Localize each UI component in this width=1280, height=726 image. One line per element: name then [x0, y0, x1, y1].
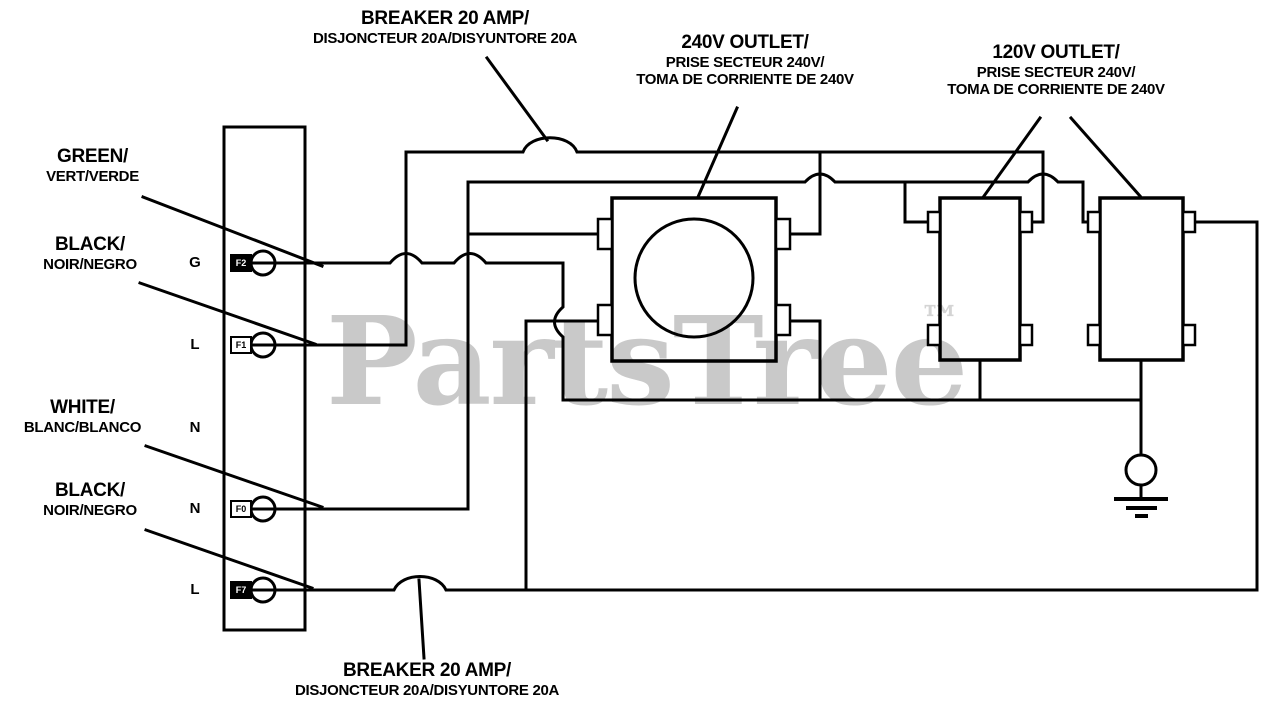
wire-white-label-line2: BLANC/BLANCO [23, 418, 142, 436]
branch-240v-right-top [788, 150, 822, 236]
branch-240v-right-bottom [788, 319, 822, 402]
outlet-120v-2 [1086, 196, 1197, 362]
wire-black-top-label-line1: BLACK/ [55, 234, 125, 255]
leader-outlet-120-left [981, 115, 1043, 199]
terminal-letter-l1: L [190, 336, 200, 353]
outlet-240v-face [633, 217, 755, 339]
wire-green-label: GREEN/ VERT/VERDE [10, 146, 175, 185]
outlet-120v2-tab-left-top [1086, 210, 1102, 234]
outlet-120v1-tab-right-bottom [1018, 323, 1034, 347]
leader-outlet-240 [696, 106, 739, 199]
terminal-letter-l2: L [190, 581, 200, 598]
outlet-120v1-tab-left-bottom [926, 323, 942, 347]
branch-120v1-left-top [903, 180, 930, 224]
breaker-top-label: BREAKER 20 AMP/ DISJONCTEUR 20A/DISYUNTO… [280, 8, 610, 47]
leader-wire-green [141, 195, 324, 268]
wire-l1-riser [273, 150, 408, 347]
top-rail-with-breaker [404, 136, 1045, 154]
wire-green-label-line2: VERT/VERDE [46, 167, 139, 185]
outlet-120v2-tab-right-bottom [1181, 323, 1197, 347]
outlet-240v-tab-left-top [596, 217, 614, 251]
branch-120v1-right-top [1030, 150, 1045, 224]
branch-120v2-left-top [1081, 180, 1090, 224]
wire-black-bottom-label: BLACK/ NOIR/NEGRO [10, 480, 170, 519]
outlet-240v [596, 196, 792, 363]
outlet-240v-tab-right-bottom [774, 303, 792, 337]
outlet-240v-tab-right-top [774, 217, 792, 251]
wire-black-bottom-label-line2: NOIR/NEGRO [43, 501, 137, 519]
outlet-120v-label-line1: 120V OUTLET/ [992, 42, 1120, 63]
terminal-tag-f0: F0 [230, 500, 252, 518]
outlet-120v-1 [926, 196, 1034, 362]
outlet-120v2-tab-right-top [1181, 210, 1197, 234]
terminal-screw-l2 [249, 576, 277, 604]
terminal-screw-g [249, 249, 277, 277]
outlet-240v-tab-left-bottom [596, 303, 614, 337]
terminal-letter-g: G [189, 254, 201, 271]
terminal-screw-n [249, 495, 277, 523]
leader-breaker-top [484, 55, 550, 143]
wire-white-label-line1: WHITE/ [50, 397, 115, 418]
terminal-screw-l1 [249, 331, 277, 359]
outlet-240v-label: 240V OUTLET/ PRISE SECTEUR 240V/ TOMA DE… [595, 32, 895, 88]
leader-wire-white [144, 444, 324, 509]
outlet-240v-label-line2: PRISE SECTEUR 240V/ [665, 53, 825, 71]
leader-wire-black-top [138, 281, 317, 346]
wire-green-horizontal [273, 252, 565, 265]
wire-white-label: WHITE/ BLANC/BLANCO [5, 397, 160, 436]
outlet-120v-label-line3: TOMA DE CORRIENTE DE 240V [947, 81, 1165, 99]
breaker-bottom-label-line2: DISJONCTEUR 20A/DISYUNTORE 20A [294, 681, 560, 699]
wire-neutral-riser [273, 180, 470, 511]
outlet-120v2-tab-left-bottom [1086, 323, 1102, 347]
terminal-panel-box [222, 125, 307, 632]
leader-outlet-120-right [1068, 115, 1143, 199]
ground-symbol [1114, 453, 1168, 518]
outlet-240v-label-line1: 240V OUTLET/ [681, 32, 809, 53]
wire-black-bottom-label-line1: BLACK/ [55, 480, 125, 501]
breaker-top-label-line1: BREAKER 20 AMP/ [361, 8, 529, 29]
terminal-tag-f2: F2 [230, 254, 252, 272]
outlet-120v-label-line2: PRISE SECTEUR 240V/ [976, 63, 1136, 81]
leader-wire-black-bottom [144, 528, 314, 590]
wire-black-top-label: BLACK/ NOIR/NEGRO [10, 234, 170, 273]
wire-green-label-line1: GREEN/ [56, 146, 129, 167]
outlet-120v1-tab-right-top [1018, 210, 1034, 234]
terminal-tag-f1: F1 [230, 336, 252, 354]
outlet-240v-label-line3: TOMA DE CORRIENTE DE 240V [636, 71, 854, 89]
terminal-tag-f7: F7 [230, 581, 252, 599]
terminal-letter-n1: N [189, 419, 201, 436]
branch-240v-left-bottom [524, 319, 600, 592]
bottom-rail-with-breaker [273, 220, 1259, 592]
breaker-top-label-line2: DISJONCTEUR 20A/DISYUNTORE 20A [312, 29, 578, 47]
outlet-120v1-tab-left-top [926, 210, 942, 234]
terminal-letter-n2: N [189, 500, 201, 517]
leader-breaker-bottom [417, 578, 426, 660]
neutral-rail [466, 172, 1085, 184]
wire-black-top-label-line2: NOIR/NEGRO [43, 255, 137, 273]
breaker-bottom-label-line1: BREAKER 20 AMP/ [343, 660, 511, 681]
outlet-120v-label: 120V OUTLET/ PRISE SECTEUR 240V/ TOMA DE… [906, 42, 1206, 98]
breaker-bottom-label: BREAKER 20 AMP/ DISJONCTEUR 20A/DISYUNTO… [262, 660, 592, 699]
